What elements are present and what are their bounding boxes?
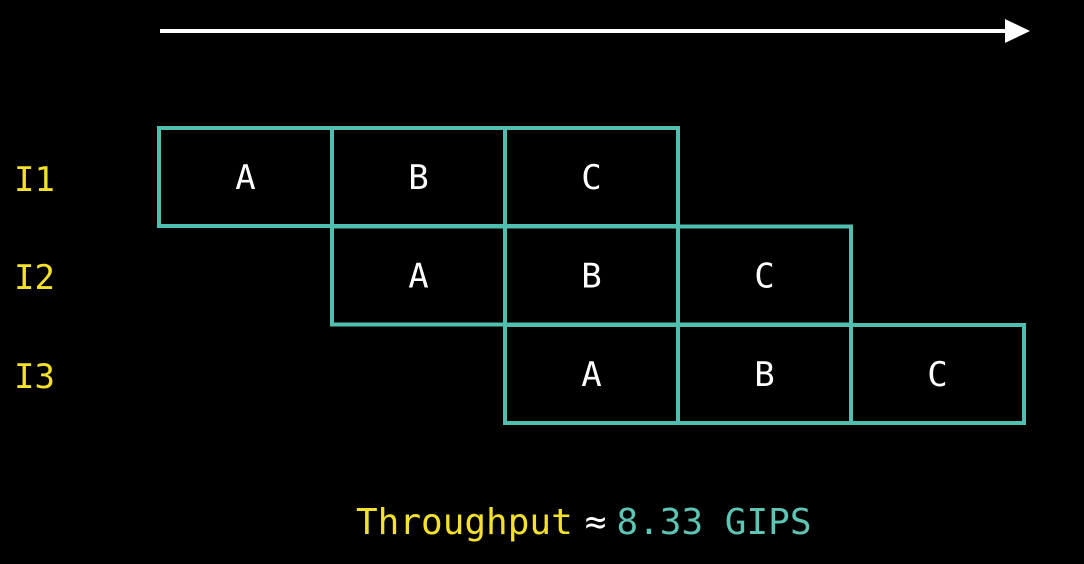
time-arrow [160, 19, 1030, 43]
stage-label: B [754, 355, 774, 395]
approx-symbol: ≈ [584, 502, 607, 543]
stage-label: A [581, 355, 601, 395]
stage-label: B [581, 257, 601, 297]
stage-label: A [235, 158, 255, 198]
stage-label: B [408, 158, 428, 198]
stage-box-i1-a: A [157, 126, 334, 228]
stage-box-i3-a: A [503, 323, 680, 425]
stage-box-i3-b: B [676, 323, 853, 425]
stage-label: C [754, 257, 774, 297]
stage-box-i3-c: C [849, 323, 1026, 425]
stage-label: C [581, 158, 601, 198]
stage-label: A [408, 257, 428, 297]
stage-box-i1-c: C [503, 126, 680, 228]
stage-box-i2-a: A [330, 224, 507, 327]
row-label-i2: I2 [14, 258, 55, 298]
throughput-value: 8.33 GIPS [616, 502, 812, 543]
row-label-i1: I1 [14, 160, 55, 200]
stage-box-i1-b: B [330, 126, 507, 228]
throughput-annotation: Throughput ≈8.33 GIPS [356, 498, 812, 546]
stage-box-i2-b: B [503, 224, 680, 327]
throughput-label: Throughput [356, 502, 573, 543]
row-label-i3: I3 [14, 357, 55, 397]
stage-label: C [927, 355, 947, 395]
stage-box-i2-c: C [676, 224, 853, 327]
